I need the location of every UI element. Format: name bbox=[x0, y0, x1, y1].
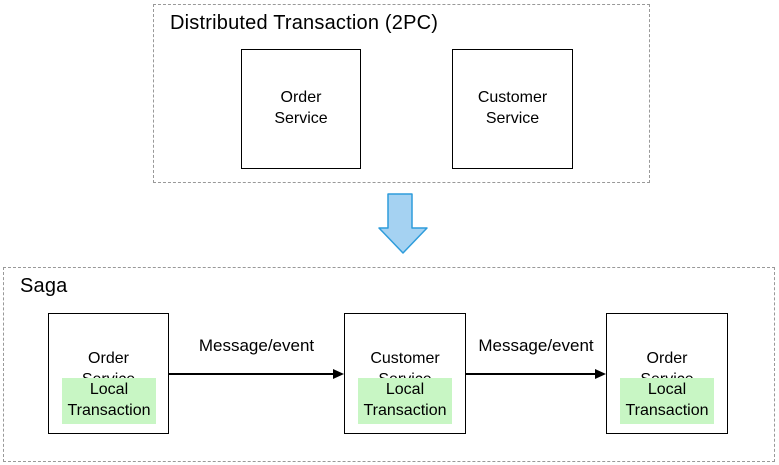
message-arrow-1-head-icon bbox=[333, 369, 344, 379]
twopc-group: Distributed Transaction (2PC) Order Serv… bbox=[153, 4, 650, 183]
message-arrow-2-head-icon bbox=[595, 369, 606, 379]
twopc-customer-service-label: Customer Service bbox=[477, 89, 548, 127]
message-event-label-2: Message/event bbox=[478, 336, 594, 355]
message-arrow-1-line bbox=[169, 373, 333, 375]
twopc-customer-service-box: Customer Service bbox=[452, 49, 573, 169]
saga-step-3-local-transaction: Local Transaction bbox=[620, 378, 714, 424]
saga-title: Saga bbox=[20, 275, 68, 297]
twopc-title: Distributed Transaction (2PC) bbox=[170, 12, 439, 34]
message-arrow-2-line bbox=[466, 373, 595, 375]
saga-group: Saga Order Service Local Transaction Mes… bbox=[3, 267, 775, 462]
saga-step-2-local-transaction: Local Transaction bbox=[358, 378, 452, 424]
saga-step-customer-service-box: Customer Service Local Transaction bbox=[344, 313, 466, 434]
down-arrow-icon bbox=[378, 193, 428, 254]
saga-step-order-service-2-box: Order Service Local Transaction bbox=[606, 313, 728, 434]
saga-step-order-service-box: Order Service Local Transaction bbox=[48, 313, 169, 434]
twopc-order-service-label: Order Service bbox=[274, 89, 328, 127]
saga-step-1-local-transaction: Local Transaction bbox=[62, 378, 156, 424]
twopc-order-service-box: Order Service bbox=[241, 49, 361, 169]
message-event-label-1: Message/event bbox=[198, 336, 315, 355]
